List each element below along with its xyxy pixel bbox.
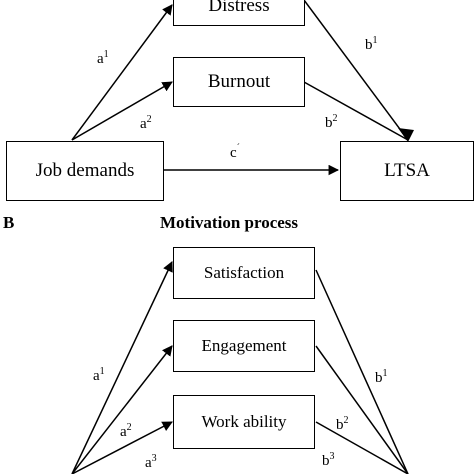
label-bottom-b1-base: b <box>375 370 383 386</box>
distress-label: Distress <box>208 0 270 16</box>
label-bottom-a3: a3 <box>145 453 157 472</box>
path-b2-bottom-line <box>315 345 409 474</box>
label-bottom-a1-base: a <box>93 368 100 384</box>
engagement-box: Engagement <box>173 320 315 372</box>
burnout-box: Burnout <box>173 57 305 107</box>
path-a1-arrow <box>71 4 173 141</box>
label-b1-base: b <box>365 37 373 53</box>
ltsa-box: LTSA <box>340 141 474 201</box>
label-bottom-b3-base: b <box>322 453 330 469</box>
engagement-label: Engagement <box>201 336 287 355</box>
label-c-base: c <box>230 145 237 161</box>
label-bottom-a2-base: a <box>120 424 127 440</box>
label-bottom-a2-sup: 2 <box>126 422 132 433</box>
label-bottom-b2-base: b <box>336 417 344 433</box>
label-bottom-b2: b2 <box>336 415 349 434</box>
path-a1-bottom-arrow <box>71 261 173 474</box>
label-bottom-b1-sup: 1 <box>382 368 388 379</box>
label-bottom-a1: a1 <box>93 366 105 385</box>
label-a1-base: a <box>97 51 104 67</box>
satisfaction-label: Satisfaction <box>203 263 285 282</box>
label-b2-base: b <box>325 115 333 131</box>
distress-box: Distress <box>173 0 305 26</box>
path-a2-arrow <box>71 81 173 141</box>
label-a1: a1 <box>97 49 109 68</box>
path-a3-bottom-arrow <box>71 421 173 474</box>
satisfaction-box: Satisfaction <box>173 247 315 299</box>
label-bottom-a3-base: a <box>145 455 152 471</box>
label-a2-sup: 2 <box>146 114 152 125</box>
label-b1: b1 <box>365 35 378 54</box>
path-a2-bottom-arrow <box>71 345 173 474</box>
label-a2-base: a <box>140 116 147 132</box>
work-ability-box: Work ability <box>173 395 315 449</box>
label-b2: b2 <box>325 113 338 132</box>
label-bottom-b1: b1 <box>375 368 388 387</box>
job-demands-box: Job demands <box>6 141 164 201</box>
label-c-sup: ´ <box>236 143 241 154</box>
path-b3-bottom-line <box>315 421 409 474</box>
label-bottom-b3: b3 <box>322 451 335 470</box>
path-b2-line <box>303 81 409 141</box>
outcome-arrowhead <box>398 128 414 142</box>
label-bottom-b3-sup: 3 <box>329 451 335 462</box>
label-bottom-a2: a2 <box>120 422 132 441</box>
path-b1-line <box>303 0 409 141</box>
job-demands-label: Job demands <box>35 160 135 181</box>
label-bottom-b2-sup: 2 <box>343 415 349 426</box>
work-ability-label: Work ability <box>201 412 287 431</box>
label-bottom-a3-sup: 3 <box>151 453 157 464</box>
label-c: c´ <box>230 143 240 162</box>
label-bottom-a1-sup: 1 <box>99 366 105 377</box>
ltsa-label: LTSA <box>384 160 430 181</box>
label-b1-sup: 1 <box>372 35 378 46</box>
label-b2-sup: 2 <box>332 113 338 124</box>
panel-letter: B <box>3 213 15 232</box>
label-a2: a2 <box>140 114 152 133</box>
path-b1-bottom-line <box>315 269 409 474</box>
burnout-label: Burnout <box>207 71 271 92</box>
panel-title: Motivation process <box>160 213 299 232</box>
label-a1-sup: 1 <box>103 49 109 60</box>
